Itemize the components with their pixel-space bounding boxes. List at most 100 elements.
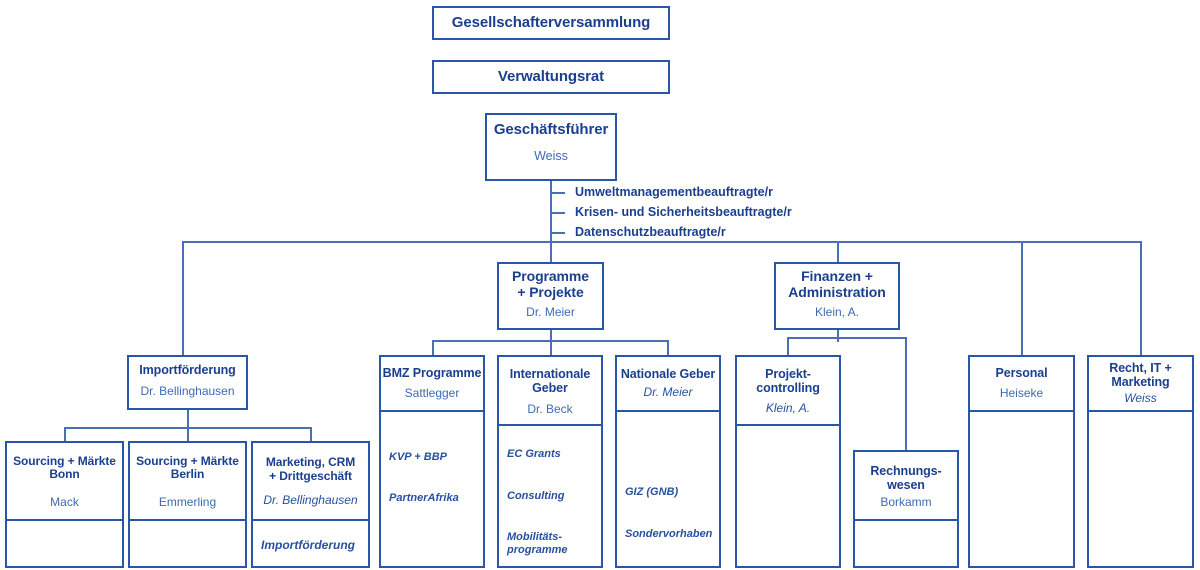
staff-dash-2 [551,212,565,214]
box-subitem: Mobilitäts- [507,531,562,543]
connector-drop-personal [1021,241,1023,355]
box-body: GIZ (GNB) Sondervorhaben [617,412,719,566]
connector-drop-programme [550,241,552,262]
connector-drop-projektcontrolling [787,337,789,355]
connector-drop-finanzen [837,241,839,262]
connector-drop-recht [1140,241,1142,355]
connector-drop-sourcing-bonn [64,427,66,441]
box-title: Internationale Geber [510,367,591,395]
box-nationale-geber[interactable]: Nationale Geber Dr. Meier GIZ (GNB) Sond… [615,355,721,568]
box-finanzen-administration[interactable]: Finanzen + Administration Klein, A. [774,262,900,330]
box-title-line1: Sourcing + Märkte [136,453,239,468]
staff-dash-3 [551,232,565,234]
box-verwaltungsrat[interactable]: Verwaltungsrat [432,60,670,94]
box-person: Heiseke [999,386,1044,401]
box-gesellschafterversammlung[interactable]: Gesellschafterversammlung [432,6,670,40]
box-subitem: PartnerAfrika [389,492,459,504]
box-person: Borkamm [880,495,932,510]
box-body: EC Grants Consulting Mobilitäts- program… [499,426,601,566]
box-importfoerderung[interactable]: Importförderung Dr. Bellinghausen [127,355,248,410]
box-body: Importförderung [253,521,368,566]
box-programme-projekte[interactable]: Programme + Projekte Dr. Meier [497,262,604,330]
box-personal[interactable]: Personal Heiseke [968,355,1075,568]
box-title: Verwaltungsrat [497,67,605,85]
box-person: Weiss [1124,391,1157,406]
box-header: Internationale Geber Dr. Beck [499,357,601,426]
box-body [970,412,1073,566]
box-title: Finanzen + Administration [788,268,885,300]
connector-programme-bus [432,340,669,342]
box-rechnungswesen[interactable]: Rechnungs- wesen Borkamm [853,450,959,568]
box-subitem: Importförderung [261,538,355,552]
box-body [737,426,839,566]
box-title-line2: wesen [887,478,925,493]
box-sourcing-maerkte-berlin[interactable]: Sourcing + Märkte Berlin Emmerling [128,441,247,568]
box-subitem: Sondervorhaben [625,528,713,540]
box-header: Rechnungs- wesen Borkamm [855,452,957,521]
box-title: Projekt- controlling [756,367,820,396]
connector-finanzen-stem [837,330,839,342]
box-subitem: programme [507,544,568,556]
box-title: Rechnungs- wesen [870,464,941,492]
box-title-line1: Internationale [509,366,591,381]
box-person: Weiss [534,148,568,163]
box-person: Dr. Beck [527,401,573,416]
box-title: Marketing, CRM + Drittgeschäft [266,455,355,483]
box-person: Klein, A. [765,401,811,416]
box-subitem: GIZ (GNB) [625,486,679,498]
box-header: Personal Heiseke [970,357,1073,412]
connector-drop-marketing-crm [310,427,312,441]
box-subitem: Consulting [507,490,565,502]
box-person: Klein, A. [814,305,860,320]
box-header: Marketing, CRM + Drittgeschäft Dr. Belli… [253,443,368,521]
box-header: Nationale Geber Dr. Meier [617,357,719,412]
box-title: Gesellschafterversammlung [451,13,651,31]
box-internationale-geber[interactable]: Internationale Geber Dr. Beck EC Grants … [497,355,603,568]
connector-drop-bmz [432,340,434,355]
box-title-line1: Sourcing + Märkte [13,453,116,468]
box-person: Dr. Meier [643,385,693,400]
box-body [1089,412,1192,566]
connector-import-bus [64,427,311,429]
box-marketing-crm-drittgeschaeft[interactable]: Marketing, CRM + Drittgeschäft Dr. Belli… [251,441,370,568]
box-sourcing-maerkte-bonn[interactable]: Sourcing + Märkte Bonn Mack [5,441,124,568]
box-title-line2: Marketing [1111,375,1170,390]
connector-drop-rechnungswesen [905,337,907,450]
box-header: Sourcing + Märkte Bonn Mack [7,443,122,521]
box-title: Importförderung [139,363,236,377]
box-title-line1: Projekt- [765,367,811,382]
box-title-line2: + Drittgeschäft [269,468,352,483]
connector-level2-bus [182,241,1141,243]
box-title: Nationale Geber [620,367,716,382]
box-person: Emmerling [158,494,217,509]
box-person: Dr. Bellinghausen [263,493,358,508]
box-body [855,521,957,566]
box-subitem: KVP + BBP [389,451,447,463]
box-header: Sourcing + Märkte Berlin Emmerling [130,443,245,521]
box-title: Sourcing + Märkte Bonn [13,453,116,482]
connector-import-stem [187,410,189,441]
box-title: Geschäftsführer [493,121,609,138]
staff-function-krisen-sicherheit: Krisen- und Sicherheitsbeauftragte/r [575,205,792,219]
box-bmz-programme[interactable]: BMZ Programme Sattlegger KVP + BBP Partn… [379,355,485,568]
box-body: KVP + BBP PartnerAfrika [381,412,483,566]
connector-drop-national [667,340,669,355]
box-header: Recht, IT + Marketing Weiss [1089,357,1192,412]
box-person: Dr. Meier [526,305,575,320]
box-recht-it-marketing[interactable]: Recht, IT + Marketing Weiss [1087,355,1194,568]
connector-programme-stem [550,330,552,355]
staff-function-umweltmanagement: Umweltmanagementbeauftragte/r [575,185,773,199]
box-title-line1: Rechnungs- [870,464,942,479]
box-subitem: EC Grants [507,448,561,460]
box-header: Projekt- controlling Klein, A. [737,357,839,426]
box-title-line2: + Projekte [517,283,584,300]
box-title-line2: Bonn [49,467,80,482]
box-geschaeftsfuehrer[interactable]: Geschäftsführer Weiss [485,113,617,181]
box-title: Personal [995,366,1048,381]
box-body [130,521,245,566]
box-title-line2: controlling [756,381,820,396]
staff-dash-1 [551,192,565,194]
box-title: Recht, IT + Marketing [1109,361,1172,390]
box-projektcontrolling[interactable]: Projekt- controlling Klein, A. [735,355,841,568]
staff-function-datenschutz: Datenschutzbeauftragte/r [575,225,726,239]
